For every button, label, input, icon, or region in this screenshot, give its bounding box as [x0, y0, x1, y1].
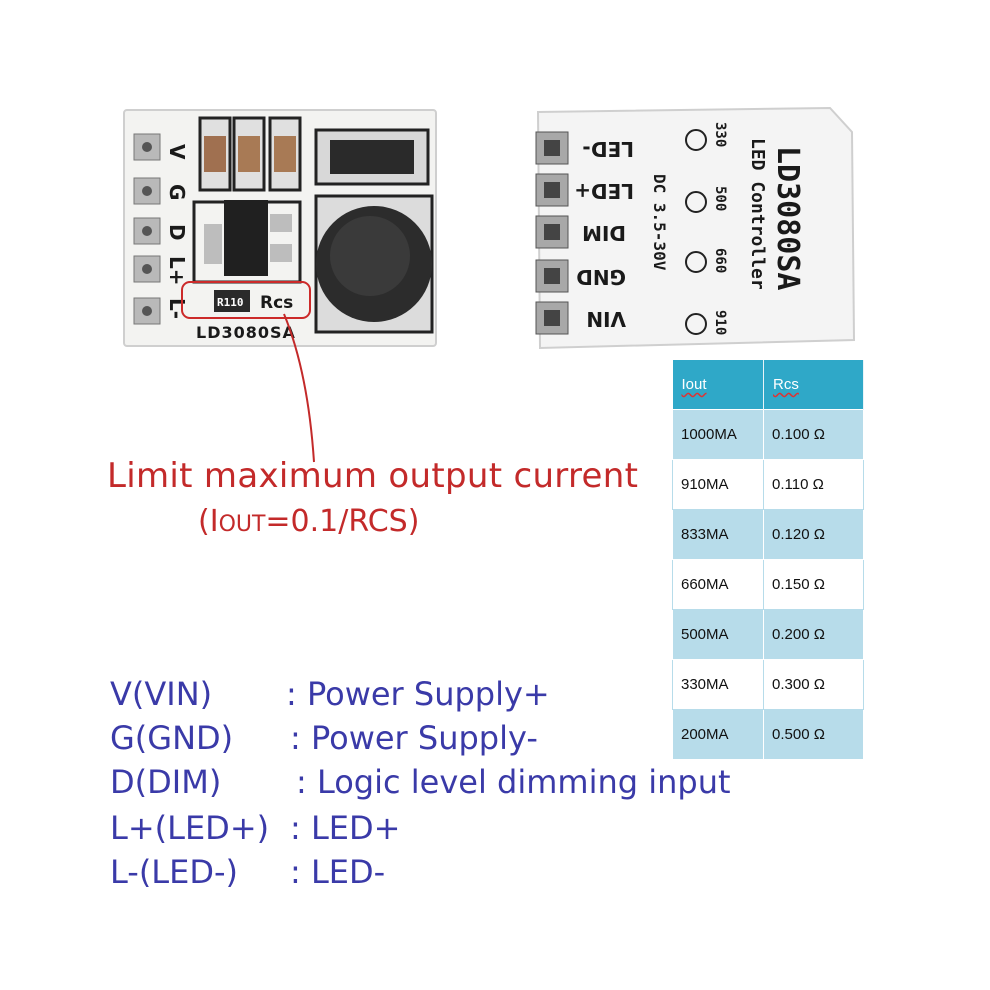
- callout-formula: (IOUT=0.1/RCS): [198, 504, 419, 539]
- table-cell-iout: 1000MA: [672, 409, 764, 460]
- table-cell-iout: 660MA: [672, 559, 764, 610]
- legend-pin: G(GND): [110, 719, 234, 757]
- legend-desc: : LED+: [290, 809, 401, 847]
- callout-leader-line: [283, 313, 315, 463]
- legend-line-dim: D(DIM) : Logic level dimming input: [110, 760, 731, 804]
- table-cell-iout: 833MA: [672, 509, 764, 560]
- pin-pads: [133, 133, 161, 325]
- formula-prefix: (I: [198, 504, 219, 539]
- legend-pin: D(DIM): [110, 763, 222, 801]
- resistor-code: R110: [217, 296, 244, 309]
- legend-pin: V(VIN): [110, 675, 213, 713]
- table-cell-rcs: 0.300 Ω: [763, 659, 864, 710]
- front-pin-label-d: D: [165, 224, 189, 241]
- legend-line-led-minus: L-(LED-) : LED-: [110, 850, 385, 894]
- formula-suffix: =0.1/RCS): [265, 504, 420, 539]
- back-subtitle: LED Controller: [747, 138, 768, 290]
- table-cell-iout: 330MA: [672, 659, 764, 710]
- board-back-image: LED- LED+ DIM GND VIN LD3080SA LED Contr…: [535, 106, 856, 350]
- table-cell-iout: 200MA: [672, 709, 764, 760]
- legend-desc: : Logic level dimming input: [296, 763, 731, 801]
- legend-line-vin: V(VIN) : Power Supply+: [110, 672, 550, 716]
- rcs-highlight-box: [181, 281, 311, 319]
- legend-desc: : LED-: [290, 853, 386, 891]
- back-pin-label-vin: VIN: [586, 307, 626, 331]
- rcs-resistor: [214, 290, 250, 312]
- callout-title: Limit maximum output current: [107, 456, 639, 496]
- table-cell-iout: 500MA: [672, 609, 764, 660]
- current-option-910: 910: [712, 310, 728, 335]
- table-cell-rcs: 0.120 Ω: [763, 509, 864, 560]
- front-pin-label-g: G: [165, 184, 189, 200]
- inductor: [314, 194, 434, 334]
- header-rcs: Rcs: [763, 360, 864, 410]
- table-cell-rcs: 0.110 Ω: [763, 459, 864, 510]
- current-jumpers: [685, 129, 707, 335]
- back-pin-pads: [535, 131, 569, 335]
- capacitors: [198, 116, 302, 192]
- table-cell-rcs: 0.200 Ω: [763, 609, 864, 660]
- legend-pin: L+(LED+): [110, 809, 270, 847]
- back-pin-label-dim: DIM: [582, 221, 626, 245]
- back-pin-label-gnd: GND: [576, 265, 626, 289]
- table-cell-iout: 910MA: [672, 459, 764, 510]
- current-option-330: 330: [712, 122, 728, 147]
- legend-line-led-plus: L+(LED+) : LED+: [110, 806, 400, 850]
- legend-desc: : Power Supply+: [286, 675, 550, 713]
- legend-desc: : Power Supply-: [290, 719, 538, 757]
- front-pin-label-lplus: L+: [165, 256, 189, 286]
- table-cell-rcs: 0.500 Ω: [763, 709, 864, 760]
- front-pin-label-v: V: [165, 144, 189, 160]
- table-header-row: Iout Rcs: [672, 360, 864, 410]
- back-pin-label-led-minus: LED-: [582, 137, 634, 161]
- header-iout: Iout: [672, 360, 764, 410]
- legend-line-gnd: G(GND) : Power Supply-: [110, 716, 538, 760]
- rcs-label: Rcs: [260, 293, 293, 313]
- board-front-image: V G D L+ L- R110 Rcs LD3080SA: [123, 109, 437, 347]
- front-model-label: LD3080SA: [196, 323, 296, 342]
- back-pin-label-led-plus: LED+: [574, 179, 634, 203]
- legend-pin: L-(LED-): [110, 853, 239, 891]
- current-option-500: 500: [712, 186, 728, 211]
- current-option-660: 660: [712, 248, 728, 273]
- table-cell-rcs: 0.150 Ω: [763, 559, 864, 610]
- back-voltage: DC 3.5-30V: [650, 174, 669, 271]
- formula-subscript: OUT: [218, 512, 266, 537]
- back-title: LD3080SA: [770, 146, 805, 291]
- driver-ic: [224, 200, 268, 276]
- table-cell-rcs: 0.100 Ω: [763, 409, 864, 460]
